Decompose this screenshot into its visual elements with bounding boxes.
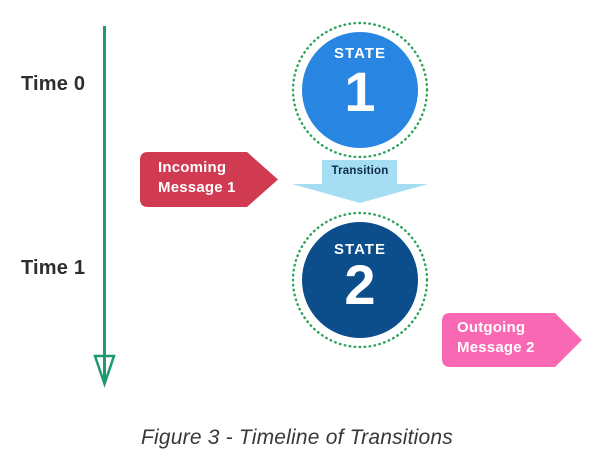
outgoing-message-text: Outgoing Message 2 — [457, 318, 535, 358]
incoming-message-line1: Incoming — [158, 159, 227, 176]
timeline-arrowhead-icon — [93, 354, 116, 388]
state-1-number: 1 — [344, 60, 376, 123]
state-1-circle — [302, 32, 418, 148]
outgoing-message-line1: Outgoing — [457, 319, 526, 336]
transition-label: Transition — [331, 165, 389, 177]
incoming-message-text: Incoming Message 1 — [158, 158, 236, 198]
incoming-message-line2: Message 1 — [158, 179, 236, 196]
state-2-number: 2 — [344, 253, 376, 316]
outgoing-message-arrow — [442, 313, 582, 367]
outgoing-message-line2: Message 2 — [457, 339, 535, 356]
state-2-word: STATE — [334, 241, 386, 258]
figure-caption: Figure 3 - Timeline of Transitions — [141, 426, 453, 449]
state-1-dotted-ring — [291, 21, 429, 159]
time-0-label: Time 0 — [21, 73, 86, 95]
time-1-label: Time 1 — [21, 257, 86, 279]
state-1-word: STATE — [334, 45, 386, 62]
transition-arrow — [292, 160, 428, 203]
state-2-circle — [302, 222, 418, 338]
incoming-message-arrow — [140, 152, 278, 207]
state-2-dotted-ring — [291, 211, 429, 349]
